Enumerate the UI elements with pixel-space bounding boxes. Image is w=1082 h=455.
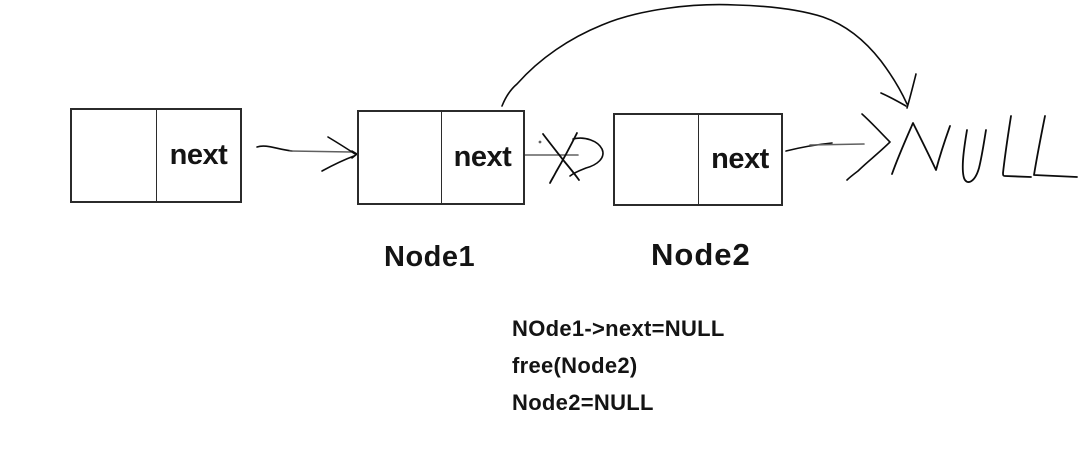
- head-to-node1-arrow: [256, 136, 358, 172]
- node2-data-cell: [615, 115, 698, 204]
- node2-next-label: next: [711, 143, 769, 175]
- code-line-2: free(Node2): [512, 353, 638, 379]
- node2-next-cell: next: [698, 115, 781, 204]
- node2-box: next: [613, 113, 783, 206]
- crossed-arrowhead: [569, 137, 604, 177]
- node2-to-null-arrow: [785, 113, 891, 181]
- code-block: NOde1->next=NULL free(Node2) Node2=NULL: [512, 316, 725, 429]
- node1-data-cell: [359, 112, 441, 203]
- null-handwritten-text: [891, 115, 1078, 183]
- head-node-box: next: [70, 108, 242, 203]
- node1-next-cell: next: [441, 112, 523, 203]
- node1-next-to-null-arrow: [501, 3, 917, 109]
- node1-caption: Node1: [384, 241, 476, 273]
- head-node-next-cell: next: [156, 110, 240, 201]
- node1-to-node2-link: [524, 137, 604, 177]
- node2-caption: Node2: [651, 237, 751, 272]
- head-node-data-cell: [72, 110, 156, 201]
- cross-out-x-icon: [542, 132, 580, 184]
- stray-dot: [538, 140, 542, 144]
- node1-box: next: [357, 110, 525, 205]
- code-line-1: NOde1->next=NULL: [512, 316, 725, 341]
- head-node-next-label: next: [169, 139, 228, 171]
- node1-next-label: next: [453, 141, 512, 173]
- code-line-3: Node2=NULL: [512, 390, 654, 416]
